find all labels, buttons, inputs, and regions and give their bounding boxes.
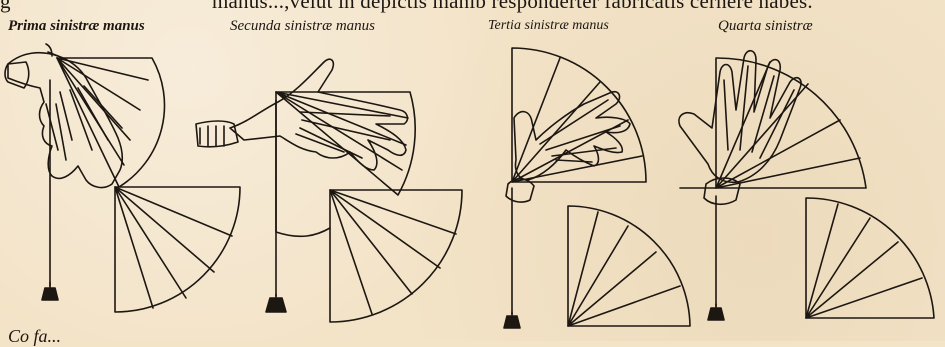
figure-3 [504, 48, 690, 328]
bottom-text: Co fa... [8, 326, 61, 347]
figure-3-hand [514, 92, 630, 180]
figure-1 [5, 44, 240, 312]
figure-1-hand [8, 53, 122, 188]
figure-2-plumb-bob [266, 294, 286, 312]
figure-4-plumb-bob [708, 304, 724, 320]
figure-3-plumb-bob [504, 312, 520, 328]
figure-2-upper-quadrant [276, 92, 415, 195]
figure-4-upper-quadrant [716, 58, 866, 188]
figure-4-lower-quadrant [806, 198, 934, 318]
figure-1-lower-quadrant [115, 187, 240, 312]
figure-2-hand [230, 59, 407, 170]
figure-2-lower-quadrant [330, 190, 462, 322]
figure-2 [196, 59, 462, 322]
figure-3-lower-quadrant [568, 206, 690, 326]
figure-4 [679, 51, 934, 320]
figure-4-hand [679, 51, 801, 183]
figure-1-plumb-bob [42, 282, 58, 300]
